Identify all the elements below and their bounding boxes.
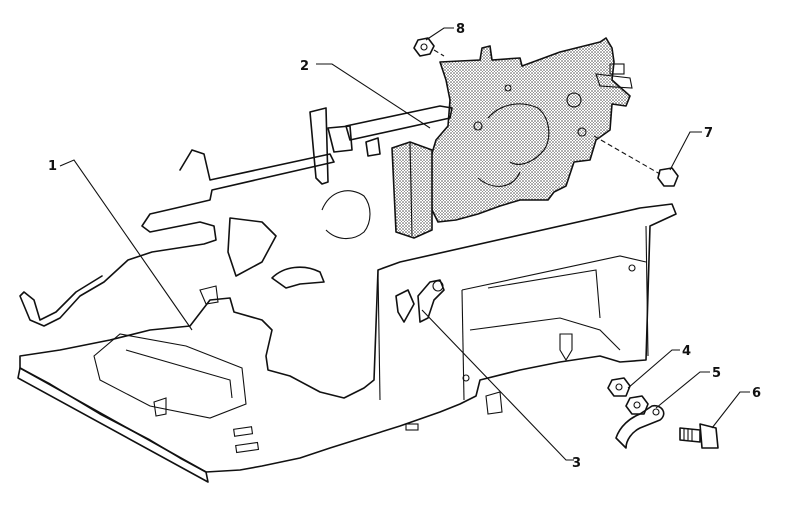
leader-line-3 [421, 309, 574, 461]
nuts-4 [607, 377, 649, 415]
leader-line-6 [711, 391, 750, 429]
callout-2: 2 [300, 59, 309, 74]
main-frame [17, 149, 677, 483]
callout-3: 3 [572, 456, 581, 471]
leader-line-2 [316, 63, 431, 129]
leader-line-7 [669, 131, 702, 171]
leader-line-8 [425, 27, 454, 41]
hex-nut-8 [413, 37, 445, 57]
callout-7: 7 [704, 126, 713, 141]
leader-line-5 [655, 371, 710, 409]
callout-6: 6 [752, 386, 761, 401]
leader-line-4 [627, 349, 680, 389]
cam-lever [395, 279, 445, 323]
callout-8: 8 [456, 22, 465, 37]
callout-4: 4 [682, 344, 691, 359]
center-post [321, 141, 433, 240]
leader-line-1 [59, 159, 193, 331]
callout-5: 5 [712, 366, 721, 381]
callout-1: 1 [48, 159, 57, 174]
screw-7 [593, 135, 679, 187]
bracket-5 [615, 404, 665, 449]
rear-bracket-plate [429, 37, 633, 223]
bolt-6 [679, 423, 719, 449]
